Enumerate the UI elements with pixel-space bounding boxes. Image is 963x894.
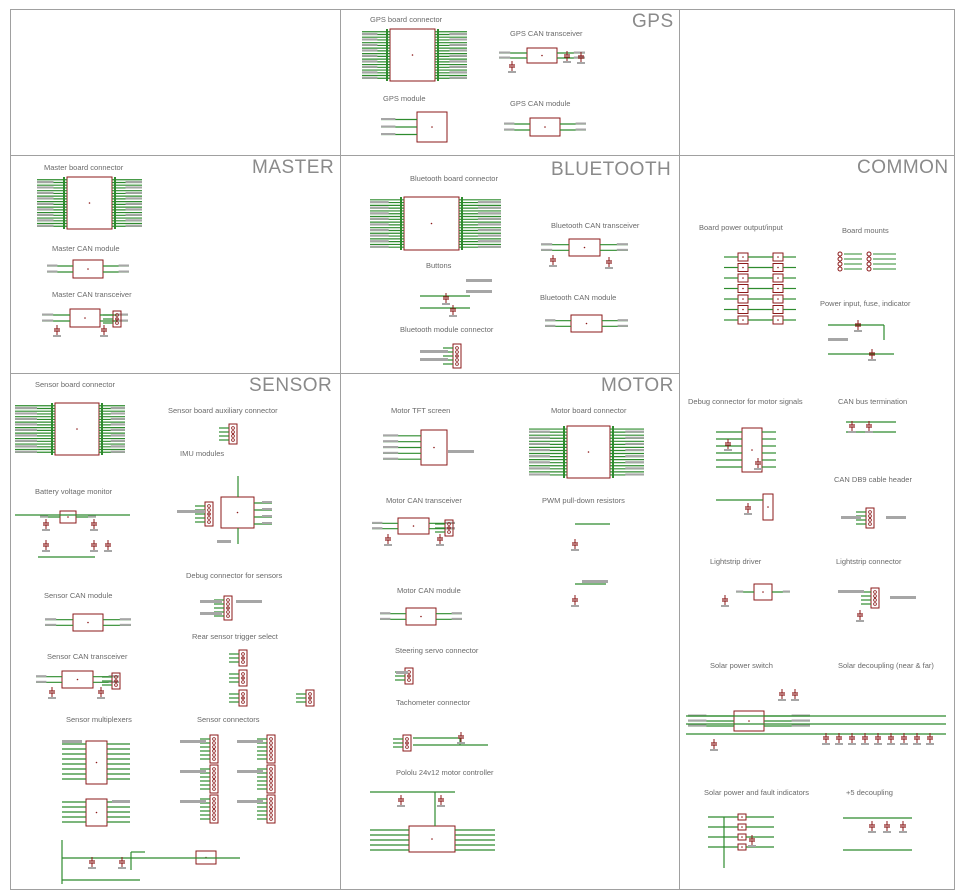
label-sensor-board-connector: Sensor board connector [35, 380, 116, 389]
label-gps-can-module: GPS CAN module [510, 99, 571, 108]
label-can-db9: CAN DB9 cable header [834, 475, 912, 484]
label-imu-modules: IMU modules [180, 449, 225, 458]
gps-can-module-part [529, 117, 561, 137]
label-lightstrip-driver: Lightstrip driver [710, 557, 762, 566]
label-lightstrip-connector: Lightstrip connector [836, 557, 902, 566]
gps-can-transceiver-part [526, 47, 558, 64]
label-power-input-fuse: Power input, fuse, indicator [820, 299, 911, 308]
section-title-gps: GPS [632, 11, 674, 32]
label-gps-board-connector: GPS board connector [370, 15, 443, 24]
db9-header-part [865, 507, 875, 529]
label-plus5-decoupling: +5 decoupling [846, 788, 893, 797]
lightstrip-connector-part [870, 587, 880, 609]
section-title-master: MASTER [252, 157, 335, 178]
master-can-module-part [72, 259, 104, 279]
label-pololu: Pololu 24v12 motor controller [396, 768, 494, 777]
label-motor-tft: Motor TFT screen [391, 406, 451, 415]
label-debug-motor: Debug connector for motor signals [688, 397, 803, 406]
label-motor-board-connector: Motor board connector [551, 406, 627, 415]
mux-1 [85, 740, 108, 785]
section-title-motor: MOTOR [601, 375, 674, 396]
label-gps-module: GPS module [383, 94, 426, 103]
master-can-transceiver-part [69, 308, 101, 328]
label-pwm-pulldown: PWM pull-down resistors [542, 496, 625, 505]
bluetooth-can-transceiver-part [568, 238, 601, 257]
label-motor-can-module: Motor CAN module [397, 586, 461, 595]
debug-motor-part [741, 427, 763, 473]
label-rear-trigger: Rear sensor trigger select [192, 632, 278, 641]
motor-board-connector-part [566, 425, 611, 479]
sensor-aux-connector-part [228, 423, 238, 445]
debug-motor-header [762, 493, 774, 521]
label-board-power: Board power output/input [699, 223, 783, 232]
label-master-board-connector: Master board connector [44, 163, 124, 172]
bluetooth-can-module-part [570, 314, 603, 333]
label-master-can-module: Master CAN module [52, 244, 120, 253]
label-gps-can-transceiver: GPS CAN transceiver [510, 29, 583, 38]
label-sensor-can-module: Sensor CAN module [44, 591, 113, 600]
label-bluetooth-board-connector: Bluetooth board connector [410, 174, 498, 183]
sensor-connector [209, 734, 219, 764]
sensor-connector [209, 794, 219, 824]
pololu-part [408, 825, 456, 853]
section-title-bluetooth: BLUETOOTH [551, 159, 672, 180]
motor-can-transceiver-part [397, 517, 430, 535]
label-battery-monitor: Battery voltage monitor [35, 487, 113, 496]
label-master-can-transceiver: Master CAN transceiver [52, 290, 132, 299]
label-motor-can-transceiver: Motor CAN transceiver [386, 496, 462, 505]
label-sensor-connectors: Sensor connectors [197, 715, 260, 724]
sheet-frame [10, 9, 955, 890]
label-solar-decoupling: Solar decoupling (near & far) [838, 661, 934, 670]
section-title-sensor: SENSOR [249, 375, 333, 396]
label-sensor-multiplexers: Sensor multiplexers [66, 715, 132, 724]
label-board-mounts: Board mounts [842, 226, 889, 235]
sensor-connector [266, 734, 276, 764]
label-bluetooth-can-module: Bluetooth CAN module [540, 293, 617, 302]
label-buttons: Buttons [426, 261, 452, 270]
label-bluetooth-module-connector: Bluetooth module connector [400, 325, 494, 334]
label-solar-indicators: Solar power and fault indicators [704, 788, 810, 797]
sensor-connector [209, 764, 219, 794]
sensor-can-module-part [72, 613, 104, 632]
gps-board-connector-part [389, 28, 436, 82]
label-bluetooth-can-transceiver: Bluetooth CAN transceiver [551, 221, 640, 230]
sensor-board-connector-part [54, 402, 100, 456]
motor-can-module-part [405, 607, 437, 626]
sensor-connector [266, 794, 276, 824]
section-title-common: COMMON [857, 157, 949, 178]
label-steering-servo: Steering servo connector [395, 646, 479, 655]
master-board-connector-part [66, 176, 113, 230]
schematic-parts [15, 28, 946, 884]
sensor-can-transceiver-part [61, 670, 94, 689]
label-sensor-aux-connector: Sensor board auxiliary connector [168, 406, 278, 415]
label-solar-power-switch: Solar power switch [710, 661, 773, 670]
label-sensor-can-transceiver: Sensor CAN transceiver [47, 652, 128, 661]
label-tachometer: Tachometer connector [396, 698, 471, 707]
bluetooth-board-connector-part [403, 196, 460, 251]
label-can-bus-termination: CAN bus termination [838, 397, 908, 406]
label-debug-sensors: Debug connector for sensors [186, 571, 283, 580]
sensor-connector [266, 764, 276, 794]
